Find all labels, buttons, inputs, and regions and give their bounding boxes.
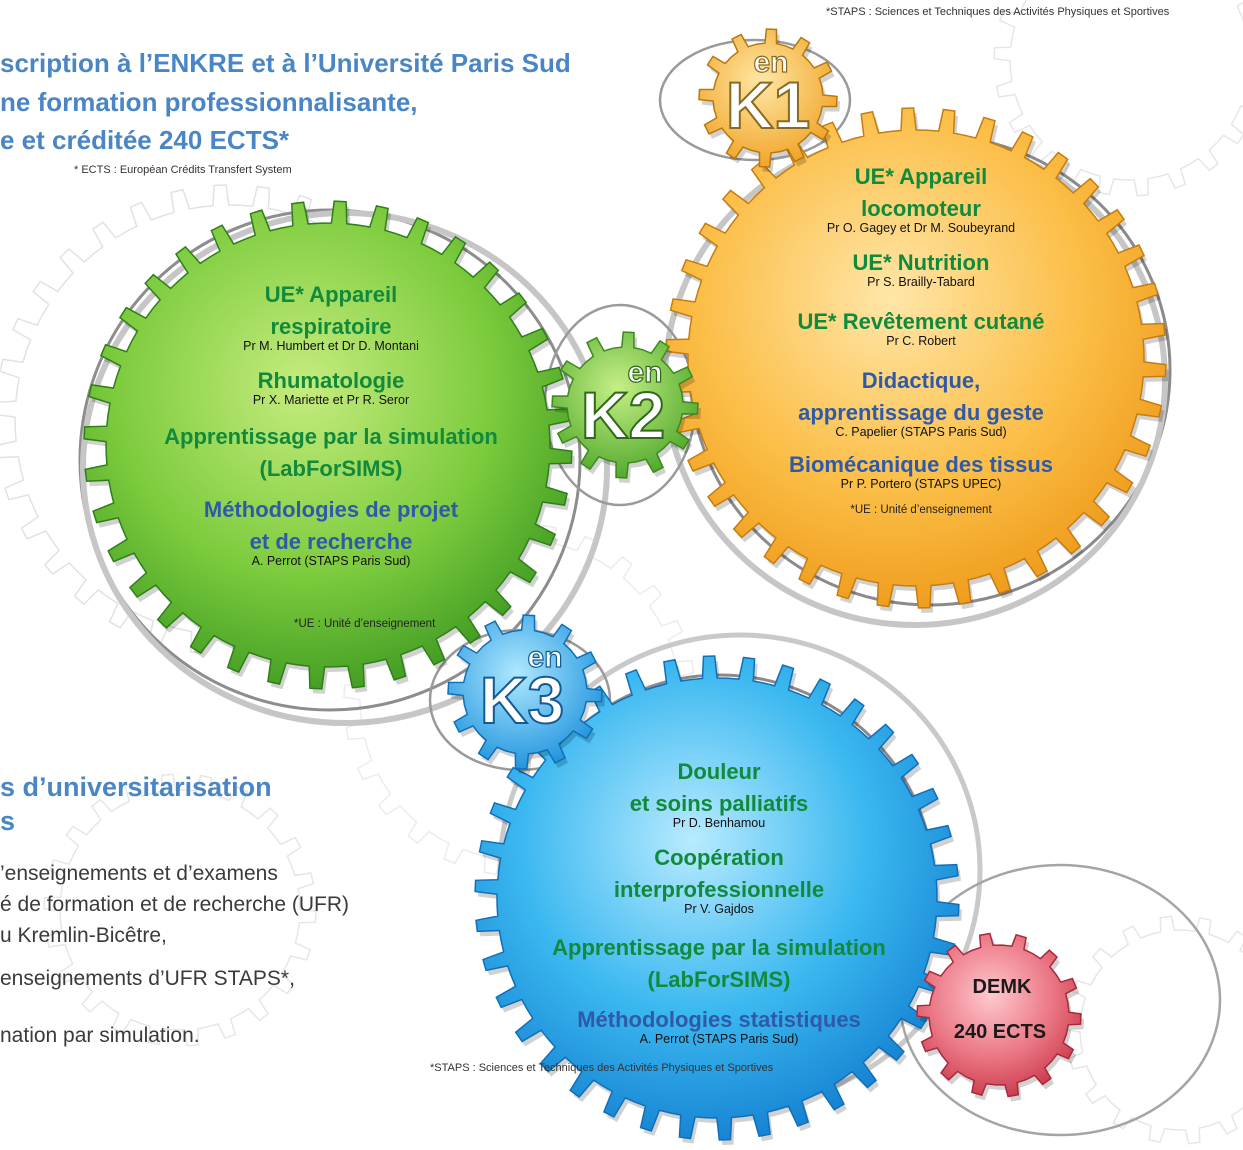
top-footnote: *STAPS : Sciences et Techniques des Acti…	[826, 6, 1170, 18]
bg-outline-gear-bottom-right	[1065, 915, 1243, 1145]
demk-line1: DEMK	[973, 976, 1032, 998]
green-ue1-title-1: UE* Appareil	[264, 282, 398, 307]
orange-ue4-title-2: apprentissage du geste	[798, 400, 1044, 425]
k1-label-text: K1	[726, 68, 810, 142]
demk-line2: 240 ECTS	[954, 1021, 1046, 1043]
ring-green-outer	[78, 208, 582, 712]
orange-ue2-prof: Pr S. Brailly-Tabard	[867, 275, 975, 289]
green-ue3-title-2: (LabForSIMS)	[259, 456, 403, 481]
orange-ue1-prof: Pr O. Gagey et Dr M. Soubeyrand	[826, 221, 1016, 235]
orange-ue1-title-2: locomoteur	[861, 196, 981, 221]
k3-gear	[447, 614, 603, 770]
blue-ue1-prof: Pr D. Benhamou	[672, 816, 766, 830]
section-text-line-3: u Kremlin-Bicêtre,	[0, 924, 167, 947]
green-ue2-prof: Pr X. Mariette et Pr R. Seror	[252, 393, 410, 407]
orange-ue3-title: UE* Revêtement cutané	[797, 309, 1045, 334]
green-ue4-prof: A. Perrot (STAPS Paris Sud)	[251, 554, 411, 568]
green-gear-content: UE* Appareil respiratoire Pr M. Humbert …	[164, 282, 498, 569]
bg-outline-gear-lower-left	[43, 773, 317, 1047]
blue-ue3-title-2: (LabForSIMS)	[647, 967, 791, 992]
green-ue4-title-2: et de recherche	[249, 529, 413, 554]
k1-gear-label: en K1	[725, 45, 811, 143]
green-ue3-title-1: Apprentissage par la simulation	[164, 424, 498, 449]
blue-ue2-title-2: interprofessionnelle	[613, 877, 825, 902]
orange-ue2-title: UE* Nutrition	[852, 250, 990, 275]
blue-gear-content: Douleur et soins palliatifs Pr D. Benham…	[552, 759, 886, 1047]
green-gear	[83, 200, 573, 690]
orange-ue1-title-1: UE* Appareil	[854, 164, 988, 189]
blue-ue4-prof: A. Perrot (STAPS Paris Sud)	[639, 1032, 799, 1046]
k2-en-text: en	[627, 356, 662, 389]
green-ue1-prof: Pr M. Humbert et Dr D. Montani	[243, 339, 419, 353]
blue-ue3-title-1: Apprentissage par la simulation	[552, 935, 886, 960]
orange-ue-note: *UE : Unité d’enseignement	[850, 504, 992, 516]
k2-gear-label: en K2	[580, 355, 666, 453]
ring-k1	[658, 38, 852, 162]
section-heading-line-2: s	[0, 806, 16, 836]
headline-line-1: scription à l’ENKRE et à l’Université Pa…	[0, 48, 571, 78]
green-ue2-title: Rhumatologie	[257, 368, 405, 393]
k1-en-text: en	[753, 46, 788, 79]
demk-gear-label: DEMK 240 ECTS	[954, 976, 1046, 1043]
demk-gear	[916, 932, 1082, 1098]
green-ue1-title-2: respiratoire	[270, 314, 392, 339]
blue-ue4-title: Méthodologies statistiques	[577, 1007, 861, 1032]
orange-ue5-prof: Pr P. Portero (STAPS UPEC)	[840, 477, 1002, 491]
k3-en-text: en	[527, 641, 562, 674]
blue-gear	[474, 655, 960, 1141]
orange-ue4-title-1: Didactique,	[861, 368, 981, 393]
bg-outline-gear-right	[993, 0, 1243, 197]
section-text-line-4: enseignements d’UFR STAPS*,	[0, 967, 295, 990]
blue-ue1-title-1: Douleur	[677, 759, 761, 784]
ects-footnote: * ECTS : Européan Crédits Transfert Syst…	[74, 164, 292, 176]
orange-ue3-prof: Pr C. Robert	[886, 334, 956, 348]
headline-line-2: ne formation professionnalisante,	[0, 87, 418, 117]
green-ue-note: *UE : Unité d’enseignement	[294, 618, 436, 630]
blue-ue1-title-2: et soins palliatifs	[629, 791, 809, 816]
k3-label-text: K3	[480, 663, 564, 737]
orange-ue4-prof: C. Papelier (STAPS Paris Sud)	[835, 425, 1007, 439]
k1-gear	[698, 28, 838, 168]
blue-ue2-title-1: Coopération	[654, 845, 784, 870]
k2-gear	[551, 331, 699, 479]
headline-line-3: e et créditée 240 ECTS*	[0, 125, 290, 155]
section-heading-line-1: s d’universitarisation	[0, 772, 272, 802]
section-text-line-2: é de formation et de recherche (UFR)	[0, 893, 349, 916]
orange-gear-content: UE* Appareil locomoteur Pr O. Gagey et D…	[788, 164, 1054, 517]
blue-ue2-prof: Pr V. Gajdos	[684, 902, 754, 916]
section-text-line-1: ’enseignements et d’examens	[0, 862, 278, 885]
k2-label-text: K2	[581, 378, 665, 452]
orange-ue5-title: Biomécanique des tissus	[788, 452, 1054, 477]
green-ue4-title-1: Méthodologies de projet	[203, 497, 459, 522]
orange-gear	[665, 107, 1167, 609]
k3-gear-label: en K3	[479, 640, 565, 738]
section-footnote: *STAPS : Sciences et Techniques des Acti…	[430, 1062, 774, 1074]
section-text-line-5: nation par simulation.	[0, 1024, 200, 1047]
